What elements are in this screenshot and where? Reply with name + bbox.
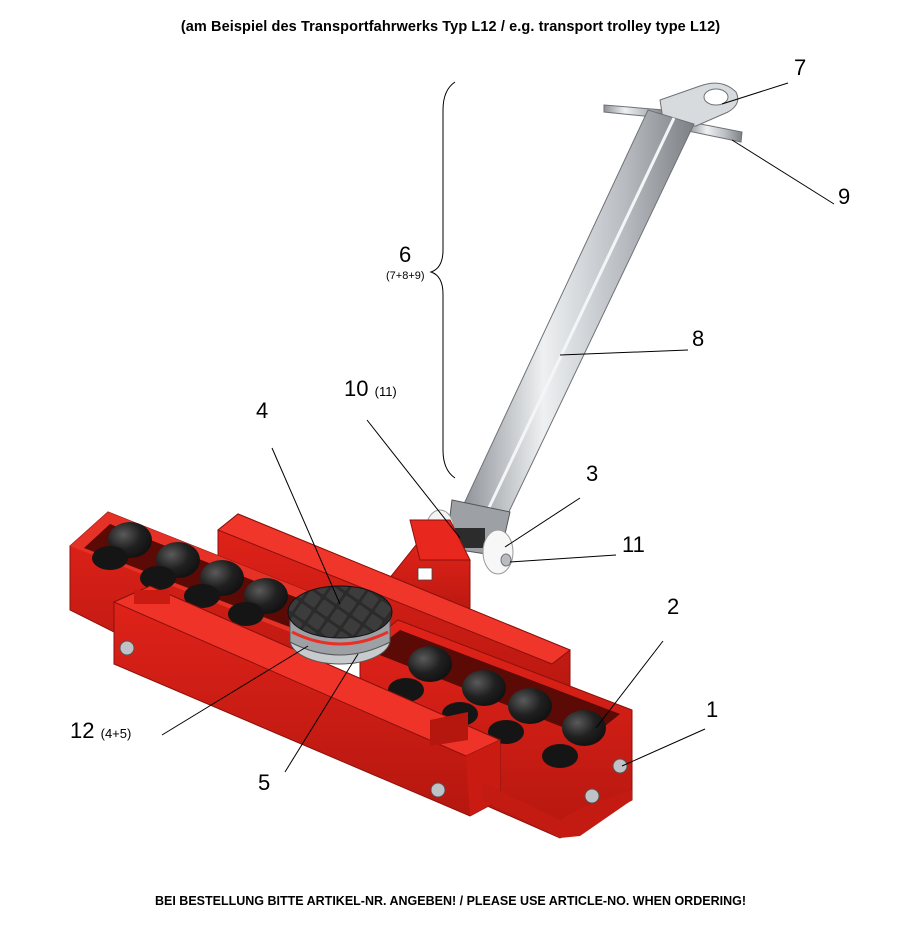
front-rollers bbox=[388, 646, 606, 768]
callout-12-num: 12 bbox=[70, 718, 95, 743]
callout-2: 2 bbox=[667, 594, 680, 619]
leader-12 bbox=[161, 645, 309, 736]
header-caption: (am Beispiel des Transportfahrwerks Typ … bbox=[180, 19, 721, 35]
leader-2 bbox=[595, 640, 664, 729]
callout-11: 11 bbox=[622, 532, 645, 557]
callout-12-sub: (4+5) bbox=[100, 726, 132, 741]
handle-assembly bbox=[425, 82, 743, 575]
leader-1 bbox=[621, 728, 706, 767]
brace-6 bbox=[429, 81, 456, 479]
footer-notice: BEI BESTELLUNG BITTE ARTIKEL-NR. ANGEBEN… bbox=[155, 894, 746, 908]
bolt-1 bbox=[612, 758, 628, 774]
side-rail bbox=[112, 585, 502, 817]
rear-rollers bbox=[92, 522, 288, 626]
leader-9 bbox=[731, 139, 835, 205]
eye-hole bbox=[703, 88, 729, 106]
callout-3: 3 bbox=[586, 461, 599, 486]
callout-10: 10 (11) bbox=[344, 378, 397, 403]
leader-5 bbox=[284, 653, 359, 773]
callout-7: 7 bbox=[794, 55, 807, 80]
side-disc-right bbox=[482, 529, 514, 575]
leader-10 bbox=[366, 419, 461, 539]
leader-lines bbox=[161, 82, 835, 773]
bolt bbox=[119, 640, 135, 656]
leader-8 bbox=[559, 349, 689, 356]
leader-3 bbox=[504, 497, 581, 548]
callout-10-num: 10 bbox=[344, 376, 369, 401]
callout-4: 4 bbox=[256, 398, 269, 423]
callout-8: 8 bbox=[692, 326, 705, 351]
leader-4 bbox=[271, 447, 341, 605]
roller-2 bbox=[562, 710, 606, 746]
bolt bbox=[430, 782, 446, 798]
front-end-plate bbox=[482, 782, 632, 838]
turntable bbox=[287, 585, 393, 665]
callout-12: 12 (4+5) bbox=[70, 720, 131, 745]
callout-1: 1 bbox=[706, 697, 719, 722]
callout-6-sub: (7+8+9) bbox=[386, 270, 425, 282]
callout-5: 5 bbox=[258, 770, 271, 795]
rubber-pad bbox=[287, 585, 393, 639]
handle-shaft bbox=[461, 109, 695, 521]
callout-6: 6 bbox=[399, 242, 412, 267]
bolt bbox=[584, 788, 600, 804]
leader-11 bbox=[509, 554, 617, 563]
callout-9: 9 bbox=[838, 184, 851, 209]
callout-10-sub: (11) bbox=[374, 384, 397, 399]
leader-7 bbox=[721, 82, 789, 105]
